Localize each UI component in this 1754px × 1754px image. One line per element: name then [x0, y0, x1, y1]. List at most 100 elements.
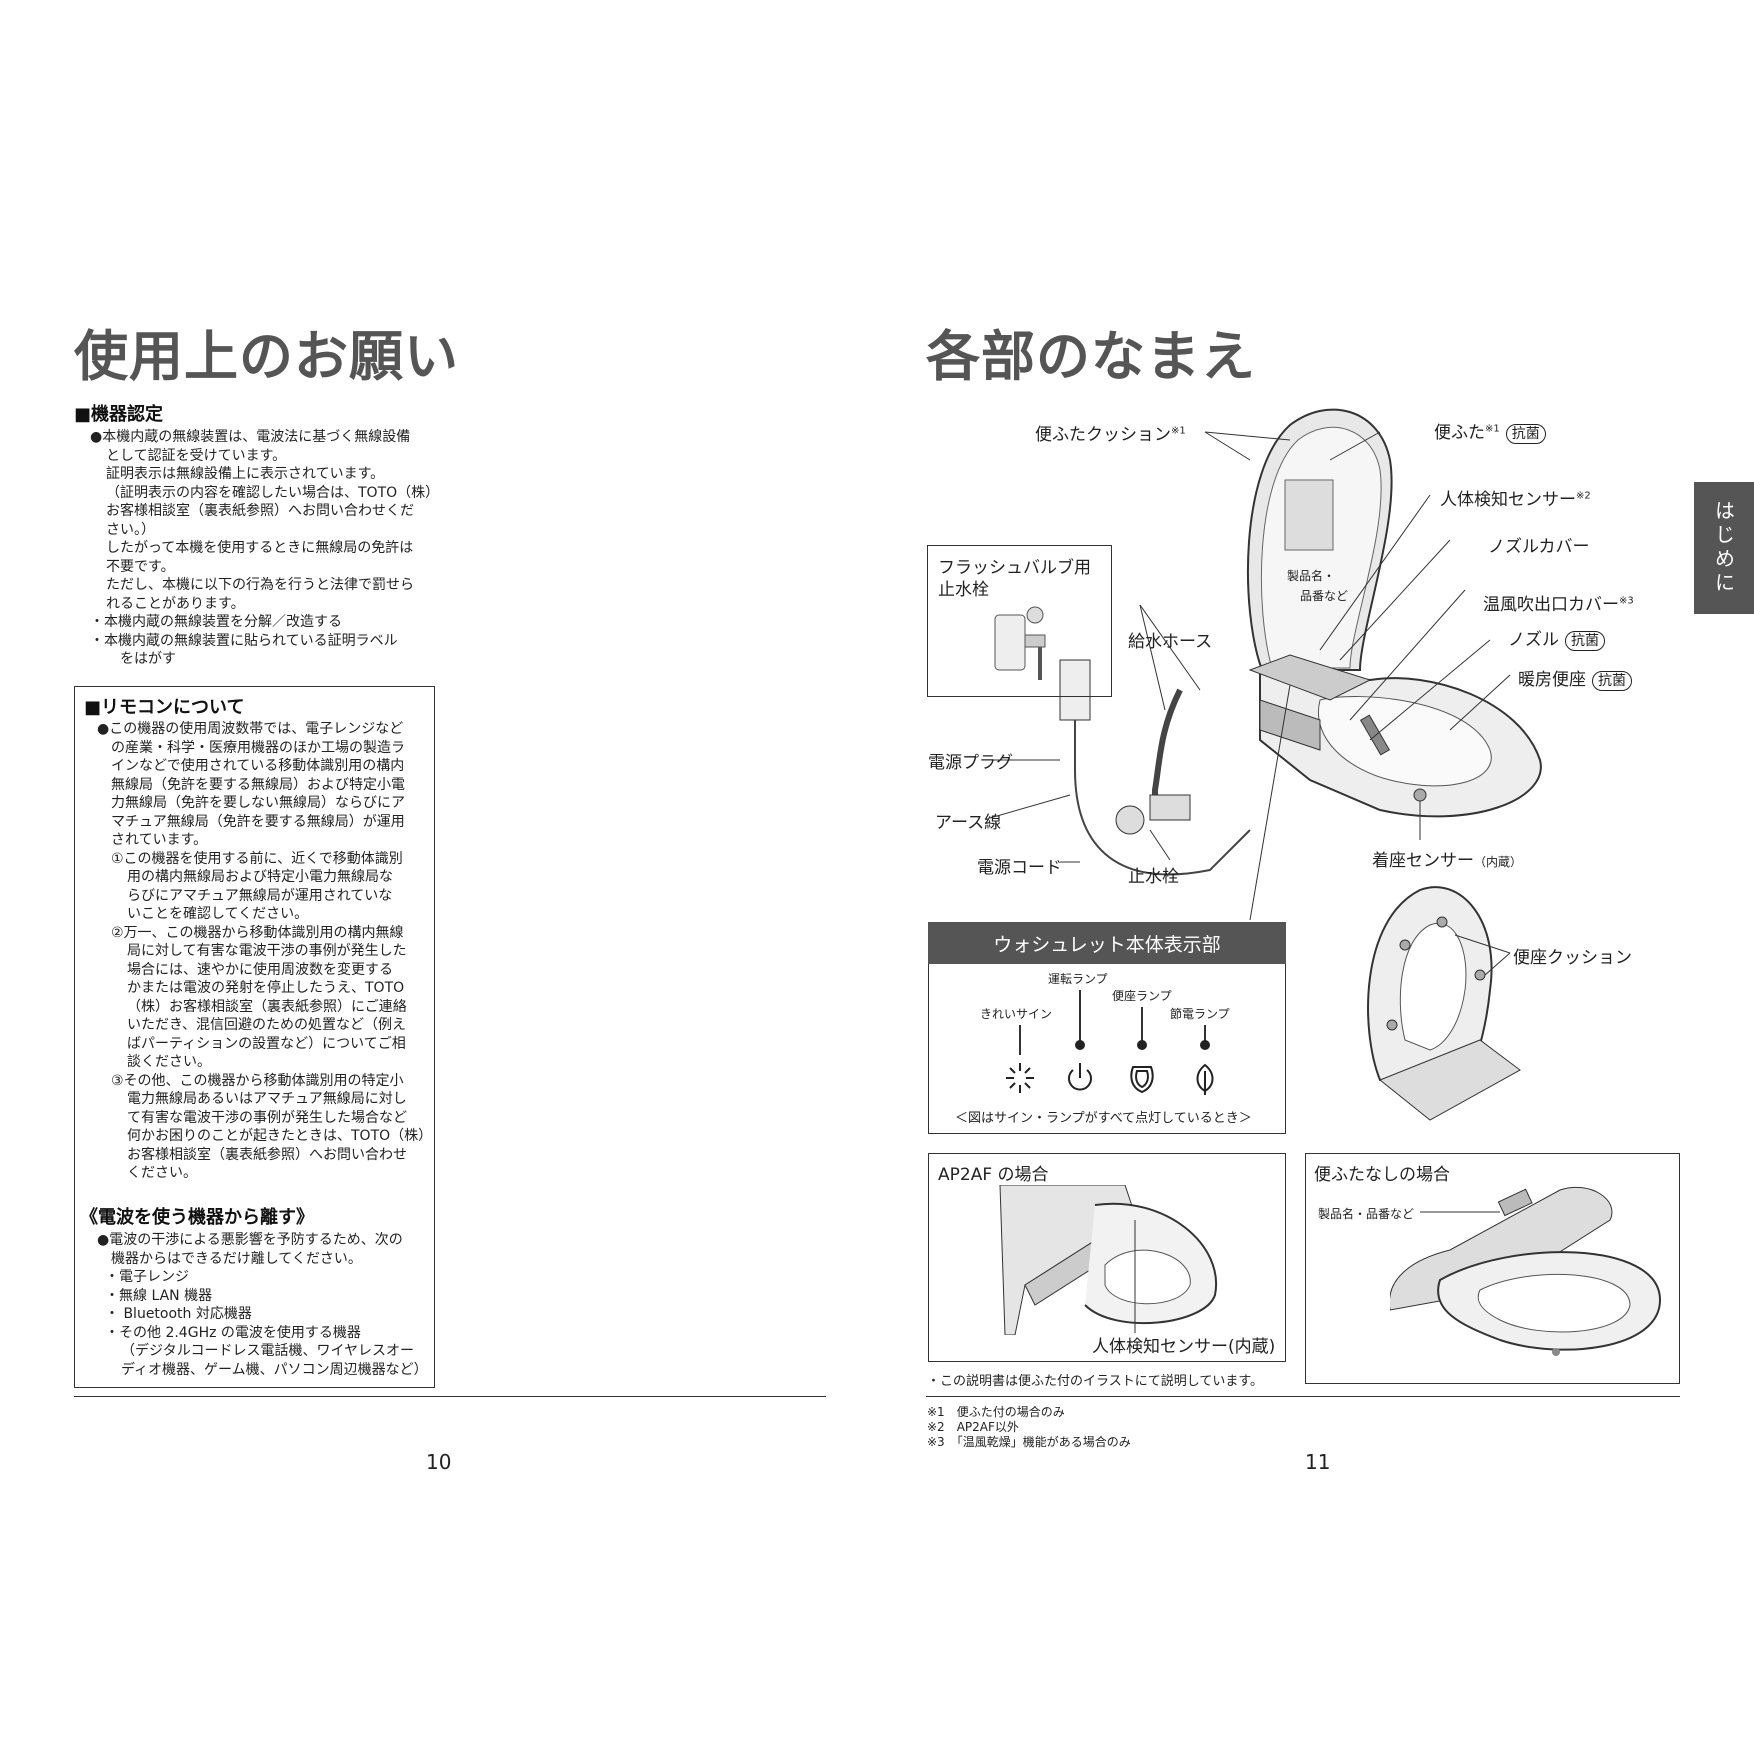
flush-valve-illustration	[994, 606, 1046, 680]
text-line: 電力無線局あるいはアマチュア無線局に対し	[127, 1091, 407, 1107]
text-line: ・その他 2.4GHz の電波を使用する機器	[105, 1324, 361, 1341]
text-line: ・ Bluetooth 対応機器	[105, 1306, 252, 1322]
seat-cushion-illustration	[1367, 886, 1521, 1121]
text-line: ③その他、この機器から移動体識別用の特定小	[111, 1072, 404, 1089]
section-heading-remote: ■リモコンについて	[84, 697, 245, 718]
text-line: 何かお困りのことが起きたときは、TOTO（株）	[127, 1128, 433, 1144]
nozzle-label: ノズル抗菌	[1508, 625, 1605, 651]
nolid-illustration	[1390, 1186, 1662, 1356]
text-line: （証明表示の内容を確認したい場合は、TOTO（株）	[106, 484, 440, 501]
text-line: ※1 便ふた付の場合のみ	[927, 1405, 1065, 1419]
certification-text: ●本機内蔵の無線装置は、電波法に基づく無線設備として認証を受けています。証明表示…	[90, 428, 440, 669]
text-line: 機器からはできるだけ離してください。	[111, 1250, 362, 1267]
eco-lamp-label: 節電ランプ	[1170, 1007, 1230, 1021]
text-line: ※2 AP2AF以外	[927, 1420, 1019, 1434]
radio-devices-subheading: 《電波を使う機器から離す》	[80, 1207, 314, 1228]
text-line: （デジタルコードレス電話機、ワイヤレスオー	[121, 1343, 415, 1359]
leaf-icon	[1196, 1063, 1214, 1095]
text-line: お客様相談室（裏表紙参照）へお問い合わせ	[127, 1146, 407, 1163]
text-line: て有害な電波干渉の事例が発生した場合など	[127, 1109, 407, 1126]
power-icon	[1068, 1063, 1092, 1091]
text-line: いことを確認してください。	[127, 906, 309, 922]
right-page-number: 11	[1305, 1450, 1331, 1474]
warm-air-cover-label: 温風吹出口カバー※3	[1483, 595, 1634, 615]
remote-control-text: ●この機器の使用周波数帯では、電子レンジなどの産業・科学・医療用機器のほか工場の…	[97, 720, 432, 1183]
run-lamp-label: 運転ランプ	[1048, 972, 1108, 986]
clean-sign-icon	[1006, 1063, 1034, 1093]
text-line: ●電波の干渉による悪影響を予防するため、次の	[97, 1232, 403, 1248]
text-line: ただし、本機に以下の行為を行うと法律で罰せら	[106, 577, 414, 593]
text-line: 無線局（免許を要する無線局）および特定小電	[111, 776, 405, 793]
text-line: いただき、混信回避のための処置など（例え	[127, 1017, 407, 1033]
text-line: インなどで使用されている移動体識別用の構内	[111, 758, 405, 774]
nolid-box	[1305, 1153, 1680, 1384]
text-line: ●本機内蔵の無線装置は、電波法に基づく無線設備	[90, 429, 411, 445]
flush-valve-label-2: 止水栓	[938, 580, 989, 600]
product-name-label-1: 製品名・	[1287, 569, 1336, 583]
toilet-seat-illustration	[989, 408, 1542, 920]
text-line: れることがあります。	[106, 595, 245, 612]
text-line: （株）お客様相談室（裏表紙参照）にご連絡	[127, 998, 407, 1015]
text-line: かまたは電波の発射を停止したうえ、TOTO	[127, 980, 405, 996]
display-panel-icons	[1006, 990, 1214, 1095]
text-line: ばパーティションの設置など）についてご相	[127, 1035, 406, 1052]
ap2af-illustration	[999, 1185, 1218, 1335]
seat-icon	[1130, 1066, 1154, 1094]
seat-lamp-label: 便座ランプ	[1112, 989, 1172, 1003]
label-plate	[1284, 479, 1334, 551]
text-line: されています。	[111, 832, 208, 848]
text-line: マチュア無線局（免許を要する無線局）が運用	[111, 813, 405, 830]
text-line: ※3 「温風乾燥」機能がある場合のみ	[927, 1435, 1131, 1449]
text-line: ・電子レンジ	[105, 1269, 189, 1285]
left-page-number: 10	[426, 1450, 452, 1474]
text-line: の産業・科学・医療用機器のほか工場の製造ラ	[111, 739, 405, 756]
text-line: 用の構内無線局および特定小電力無線局な	[127, 869, 393, 885]
text-line: お客様相談室（裏表紙参照）へお問い合わせくだ	[106, 503, 414, 519]
text-line: ●この機器の使用周波数帯では、電子レンジなど	[97, 721, 404, 737]
text-line: ・本機内蔵の無線装置を分解／改造する	[90, 614, 342, 630]
text-line: ディオ機器、ゲーム機、パソコン周辺機器など）	[121, 1361, 428, 1378]
flush-valve-label: フラッシュバルブ用	[938, 558, 1091, 578]
text-line: ・無線 LAN 機器	[105, 1287, 213, 1304]
body-sensor-label: 人体検知センサー※2	[1440, 490, 1591, 510]
text-line: 談ください。	[127, 1054, 211, 1070]
supply-hose-label: 給水ホース	[1128, 632, 1213, 652]
nozzle-cover-label: ノズルカバー	[1488, 537, 1590, 557]
stop-valve-label: 止水栓	[1128, 867, 1179, 887]
product-name-label-2: 品番など	[1300, 589, 1349, 603]
section-heading-certification: ■機器認定	[74, 404, 164, 425]
illustration-note: ・この説明書は便ふた付のイラストにて説明しています。	[927, 1374, 1264, 1389]
text-line: として認証を受けています。	[106, 447, 287, 464]
text-line: をはがす	[120, 651, 176, 667]
flush-valve-box	[927, 545, 1112, 697]
nolid-product-label: 製品名・品番など	[1318, 1207, 1415, 1221]
text-line: ①この機器を使用する前に、近くで移動体識別	[111, 850, 403, 867]
left-page-rule	[74, 1396, 826, 1397]
footnotes: ※1 便ふた付の場合のみ※2 AP2AF以外※3 「温風乾燥」機能がある場合のみ	[927, 1405, 1131, 1450]
right-page-rule	[926, 1396, 1680, 1397]
ap2af-box	[928, 1153, 1286, 1362]
text-line: したがって本機を使用するときに無線局の免許は	[106, 540, 414, 556]
text-line: ②万一、この機器から移動体識別用の構内無線	[111, 924, 404, 941]
text-line: 局に対して有害な電波干渉の事例が発生した	[127, 943, 407, 959]
seat-cushion-label: 便座クッション	[1513, 948, 1632, 968]
seat-sensor-label: 着座センサー（内蔵）	[1372, 851, 1523, 871]
lid-cushion-label: 便ふたクッション※1	[1035, 425, 1186, 445]
power-cord-label: 電源コード	[977, 858, 1062, 878]
text-line: 力無線局（免許を要しない無線局）ならびにア	[111, 795, 405, 811]
ap2af-body-sensor-label: 人体検知センサー(内蔵)	[1092, 1337, 1276, 1357]
heated-seat-label: 暖房便座抗菌	[1518, 665, 1632, 691]
power-plug-shape	[1059, 659, 1091, 721]
display-panel-caption: ＜図はサイン・ランプがすべて点灯しているとき＞	[955, 1111, 1252, 1126]
display-panel-header: ウォシュレット本体表示部	[928, 922, 1286, 964]
text-line: さい。）	[106, 521, 155, 538]
text-line: 不要です。	[106, 558, 175, 575]
text-line: ください。	[127, 1165, 197, 1181]
remote-control-box	[74, 686, 435, 1388]
nolid-title: 便ふたなしの場合	[1314, 1165, 1450, 1185]
left-page-title: 使用上のお願い	[74, 325, 459, 388]
right-page-title: 各部のなまえ	[926, 325, 1256, 388]
text-line: ・本機内蔵の無線装置に貼られている証明ラベル	[90, 632, 398, 649]
side-tab-introduction[interactable]: はじめに	[1694, 482, 1754, 614]
